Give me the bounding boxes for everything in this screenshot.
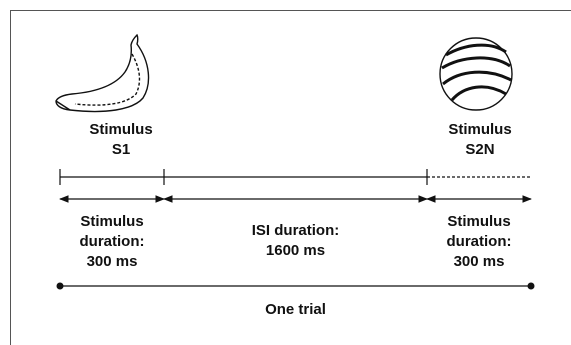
stimulus2-duration-label: Stimulus duration: 300 ms [427, 212, 531, 272]
isi-duration-label: ISI duration: 1600 ms [164, 221, 427, 261]
stimulus1-duration-label: Stimulus duration: 300 ms [60, 212, 164, 272]
stimulus1-label: Stimulus S1 [60, 120, 182, 160]
stimulus1-label-line1: Stimulus [89, 121, 153, 138]
duration-label-line: duration: [79, 233, 145, 250]
duration-label-line: ISI duration: [251, 222, 340, 239]
duration-label-line: Stimulus [80, 213, 144, 230]
banana-icon [55, 33, 150, 113]
duration-label-line: 300 ms [86, 253, 138, 270]
ball-icon [439, 37, 513, 111]
duration-label-line: 300 ms [453, 253, 505, 270]
stimulus1-label-line2: S1 [111, 141, 131, 158]
diagram-frame [10, 10, 571, 345]
stimulus2-label: Stimulus S2N [430, 120, 530, 160]
timeline [59, 169, 531, 185]
duration-label-line: 1600 ms [265, 242, 326, 259]
duration-label-line: Stimulus [447, 213, 511, 230]
trial-start-dot [56, 282, 64, 290]
trial-label: One trial [265, 301, 326, 318]
trial-line [56, 282, 535, 290]
trial-end-dot [527, 282, 535, 290]
stimulus2-label-line2: S2N [465, 141, 495, 158]
stimulus2-label-line1: Stimulus [448, 121, 512, 138]
duration-label-line: duration: [446, 233, 512, 250]
